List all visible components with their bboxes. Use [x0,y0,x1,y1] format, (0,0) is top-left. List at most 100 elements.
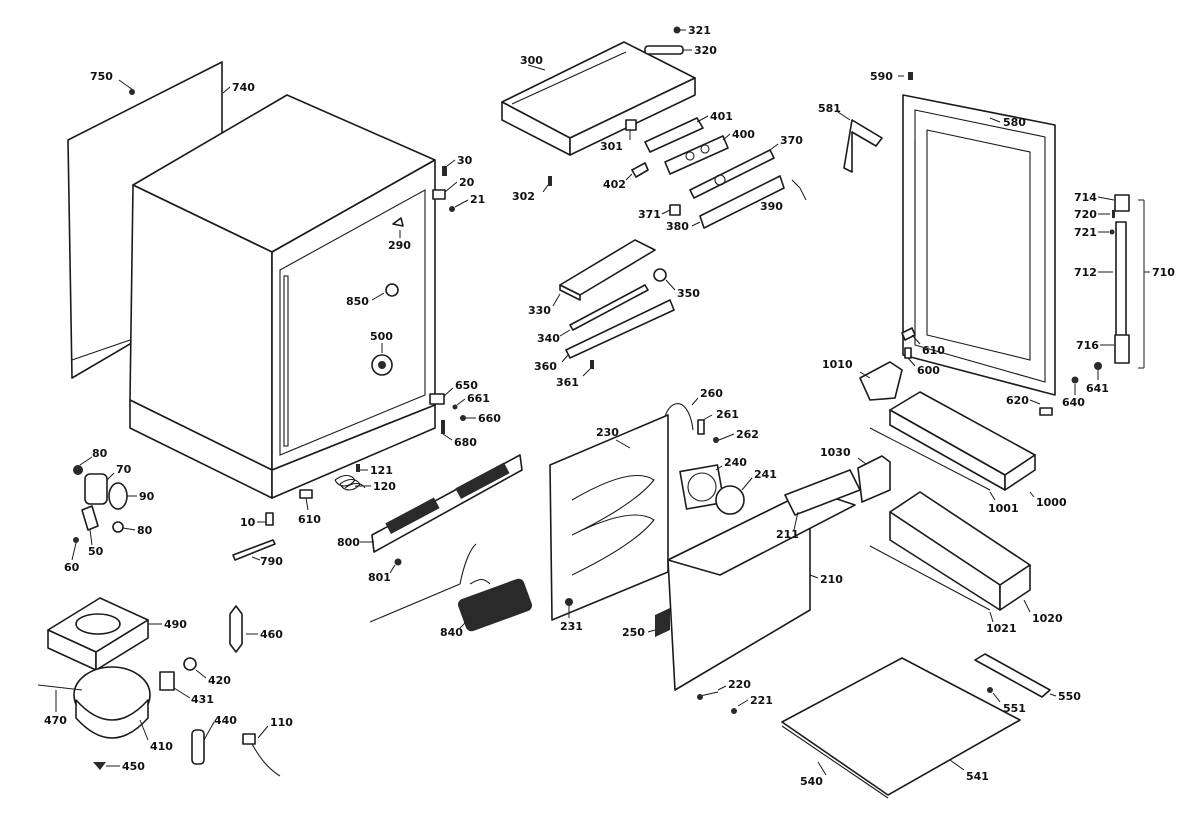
label-450: 450 [122,760,145,773]
label-721: 721 [1074,226,1097,239]
label-402: 402 [603,178,626,191]
label-640: 640 [1062,396,1085,409]
label-221: 221 [750,694,773,707]
part-320 [644,45,684,55]
strip-370 [689,149,775,199]
label-330: 330 [528,304,551,317]
label-680: 680 [454,436,477,449]
part-350 [653,268,667,282]
label-20: 20 [459,176,475,189]
bottom-plate-540 [781,657,1021,799]
label-121: 121 [370,464,393,477]
part-610-left [299,489,313,499]
part-221 [731,708,737,714]
door-580 [902,94,1056,396]
rod-1001 [869,427,991,491]
part-590 [908,72,913,80]
label-801: 801 [368,571,391,584]
screw-551 [987,687,993,693]
control-housing-300 [501,41,696,156]
hinge-710 [1114,194,1130,364]
label-490: 490 [164,618,187,631]
label-110: 110 [270,716,293,729]
label-540: 540 [800,775,823,788]
label-80-top: 80 [92,447,108,460]
label-262: 262 [736,428,759,441]
label-340: 340 [537,332,560,345]
part-850 [385,283,399,297]
label-1000: 1000 [1036,496,1067,509]
label-720: 720 [1074,208,1097,221]
bracket-790 [232,512,276,561]
label-600: 600 [917,364,940,377]
part-250 [655,608,670,637]
label-641: 641 [1086,382,1109,395]
label-460: 460 [260,628,283,641]
part-231 [565,598,573,606]
part-30 [442,166,447,176]
label-80-bottom: 80 [137,524,153,537]
part-641 [1094,362,1102,370]
part-620 [1039,407,1053,416]
label-321: 321 [688,24,711,37]
label-220: 220 [728,678,751,691]
label-360: 360 [534,360,557,373]
label-230: 230 [596,426,619,439]
label-250: 250 [622,626,645,639]
screw-750 [129,89,135,95]
label-431: 431 [191,693,214,706]
label-470: 470 [44,714,67,727]
capacitor-440 [191,729,205,765]
screw-361 [590,360,594,369]
label-371: 371 [638,208,661,221]
part-290 [392,217,404,227]
label-580: 580 [1003,116,1026,129]
plate-401 [644,117,704,153]
label-390: 390 [760,200,783,213]
fan-240 [679,464,725,510]
grille-800 [371,454,523,553]
bracket-1010 [859,361,903,401]
rod-1021 [869,545,991,611]
compressor-410 [37,666,151,739]
label-120: 120 [373,480,396,493]
part-390 [791,179,801,189]
label-610-left: 610 [298,513,321,526]
label-1001: 1001 [988,502,1019,515]
label-370: 370 [780,134,803,147]
part-600 [904,347,912,359]
rail-550 [974,653,1051,698]
cover-360 [565,299,675,359]
label-1030: 1030 [820,446,851,459]
part-721 [1109,229,1115,235]
label-710: 710 [1152,266,1175,279]
part-460 [229,605,243,653]
part-720 [1112,210,1115,218]
cord-110 [242,733,281,777]
label-541: 541 [966,770,989,783]
label-60: 60 [64,561,80,574]
label-400: 400 [732,128,755,141]
screw-220 [697,691,719,700]
label-90: 90 [139,490,155,503]
label-620: 620 [1006,394,1029,407]
label-800: 800 [337,536,360,549]
duct-cover-210 [667,489,856,691]
part-661 [452,404,458,410]
part-420 [183,657,197,671]
label-302: 302 [512,190,535,203]
part-610 [901,327,916,341]
label-750: 750 [90,70,113,83]
label-740: 740 [232,81,255,94]
label-241: 241 [754,468,777,481]
label-410: 410 [150,740,173,753]
label-380: 380 [666,220,689,233]
label-361: 361 [556,376,579,389]
label-1010: 1010 [822,358,853,371]
label-712: 712 [1074,266,1097,279]
gasket-581 [843,119,883,173]
label-500: 500 [370,330,393,343]
part-301 [625,119,637,131]
bracket-1030 [857,455,891,503]
